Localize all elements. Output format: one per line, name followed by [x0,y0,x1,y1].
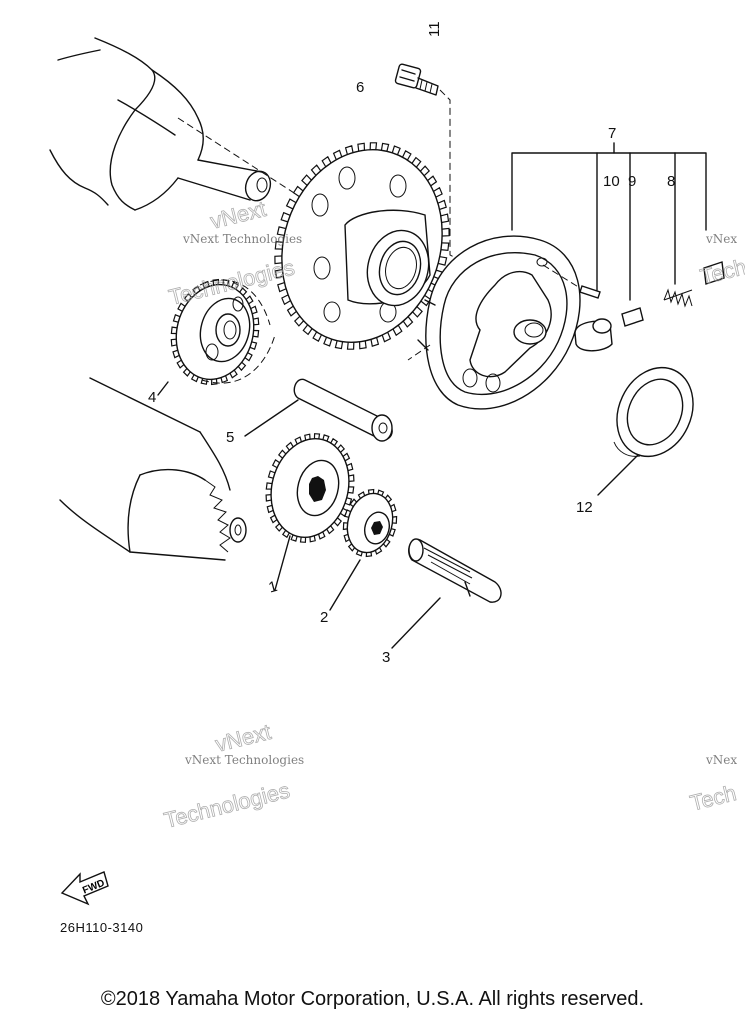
copyright-notice: ©2018 Yamaha Motor Corporation, U.S.A. A… [100,988,645,1010]
watermark-big-cut-1: Tech [698,254,745,290]
gear-teeth [265,433,355,543]
clutch-housing-drawing [407,235,581,410]
watermark-big-top-2: vNext [213,719,274,757]
callout-11: 11 [426,21,443,37]
callout-3: 3 [382,649,390,666]
fwd-arrow-icon: FWD [60,871,109,906]
watermark-big-bottom-2: Technologies [162,778,293,833]
crankshaft-drawing [49,37,306,211]
roller-set-drawing [511,142,725,352]
gear-6-drawing [274,142,450,350]
callout-2: 2 [320,609,328,626]
watermark-small-1: vNext Technologies [182,232,302,246]
callout-7: 7 [608,125,616,142]
part-code: 26H110-3140 [60,920,144,935]
callout-9: 9 [628,173,636,190]
washer-12-drawing [597,366,694,496]
callout-5: 5 [226,429,234,446]
callout-6: 6 [356,79,364,96]
gear-2-drawing [329,488,398,611]
watermark-group-4: vNex Tech [687,753,739,816]
watermark-group-2: vNex Tech [697,232,745,290]
shaft-5-drawing [244,378,393,442]
callout-12: 12 [576,499,593,516]
callout-8: 8 [667,173,675,190]
watermark-small-2: vNext Technologies [184,753,304,767]
watermark-group-3: vNext vNext Technologies Technologies [161,719,304,834]
shaft-3-drawing [391,538,502,649]
callout-labels: 11 6 7 10 9 8 4 5 12 1 2 3 [148,21,675,666]
starter-motor-drawing [59,377,247,561]
gear-teeth [342,488,398,558]
watermark-big-cut-2: Tech [688,780,739,816]
callout-10: 10 [603,173,620,190]
gear-4-drawing [157,278,276,396]
watermark-small-cut-2: vNex [705,753,737,767]
watermark-small-cut-1: vNex [705,232,737,246]
watermark-big-top-1: vNext [208,196,269,234]
gear-1-drawing [265,433,355,591]
callout-4: 4 [148,389,156,406]
